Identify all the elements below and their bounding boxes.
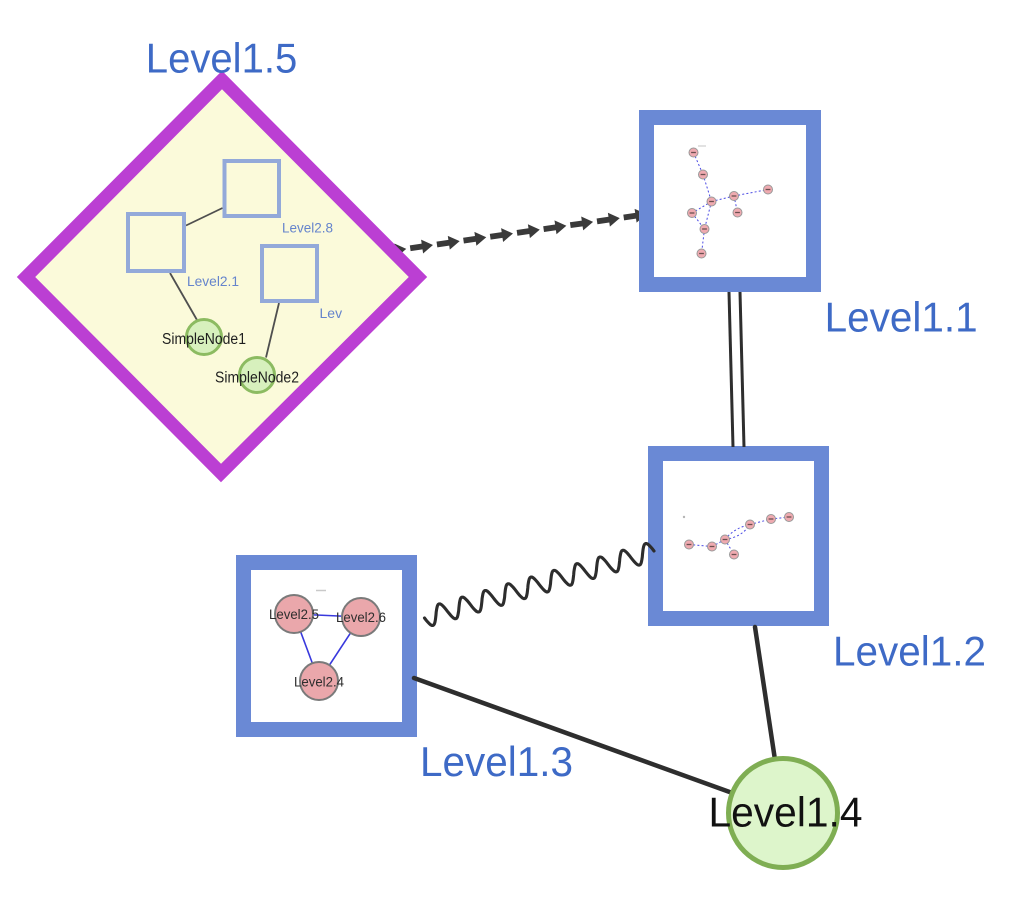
mini-node[interactable] xyxy=(699,224,710,234)
level11-inner-graph xyxy=(687,145,773,259)
edge-level15-level11[interactable] xyxy=(382,207,648,260)
label-level21: Level2.1 xyxy=(187,273,239,289)
mini-node[interactable] xyxy=(745,519,755,530)
label-level14: Level1.4 xyxy=(709,789,863,836)
level12-square-shape xyxy=(648,446,829,626)
node-level24-circle[interactable] xyxy=(299,661,339,701)
node-level25-circle[interactable] xyxy=(274,594,314,634)
edge-arrow-segment xyxy=(489,226,514,244)
mini-node[interactable] xyxy=(763,184,773,195)
label-simplenode2: SimpleNode2 xyxy=(215,369,299,386)
level13-inner-graph: Level2.5 Level2.6 Level2.4 xyxy=(269,589,386,701)
edge-arrow-segment xyxy=(542,218,568,236)
mini-node[interactable] xyxy=(729,549,739,560)
node-level12-square[interactable] xyxy=(648,446,829,626)
label-lev: Lev xyxy=(320,305,343,321)
label-level12: Level1.2 xyxy=(833,627,986,674)
level13-square-shape xyxy=(236,555,417,737)
edge-lev-simplenode2[interactable] xyxy=(265,302,280,358)
node-simplenode2-circle[interactable] xyxy=(238,356,276,394)
level15-diamond-shape xyxy=(16,70,428,483)
edge-arrow-segment xyxy=(435,234,461,252)
node-level28-square[interactable] xyxy=(222,159,281,218)
faint-artifact-dot xyxy=(682,515,686,519)
edge-arrow-segment xyxy=(596,211,621,229)
mini-node[interactable] xyxy=(707,541,717,552)
edge-level21-level28[interactable] xyxy=(185,207,223,227)
mini-node[interactable] xyxy=(698,169,708,180)
mini-node[interactable] xyxy=(688,147,699,158)
node-level13-square[interactable] xyxy=(236,555,417,737)
edge-level11-level12[interactable] xyxy=(727,291,746,448)
node-lev-square[interactable] xyxy=(260,244,319,303)
double-line-left xyxy=(727,291,735,448)
edge-level12-level14[interactable] xyxy=(752,624,777,759)
mini-node[interactable] xyxy=(720,534,730,545)
label-level28: Level2.8 xyxy=(282,219,333,235)
label-level15: Level1.5 xyxy=(146,34,297,81)
edge-level13-level14[interactable] xyxy=(411,675,734,795)
edge-arrow-segment xyxy=(409,238,434,256)
level12-inner-graph xyxy=(682,512,794,560)
node-level14-circle[interactable] xyxy=(726,756,840,870)
label-simplenode1: SimpleNode1 xyxy=(162,331,246,348)
edge-level13-level12[interactable] xyxy=(422,542,656,627)
double-line-right xyxy=(738,291,746,448)
node-level26-circle[interactable] xyxy=(341,597,381,637)
mini-node[interactable] xyxy=(766,514,776,524)
node-level11-square[interactable] xyxy=(639,110,821,292)
label-level11: Level1.1 xyxy=(825,293,978,340)
mini-node[interactable] xyxy=(684,539,694,550)
label-level13: Level1.3 xyxy=(420,738,573,785)
edge-level21-simplenode1[interactable] xyxy=(169,272,198,321)
mini-node[interactable] xyxy=(729,191,739,201)
node-level15-diamond[interactable] xyxy=(16,70,428,483)
mini-node[interactable] xyxy=(784,512,794,522)
level11-square-shape xyxy=(639,110,821,292)
node-simplenode1-circle[interactable] xyxy=(185,318,223,356)
edge-arrow-segment xyxy=(516,222,541,240)
label-level25: Level2.5 xyxy=(269,606,319,622)
label-level26: Level2.6 xyxy=(336,609,386,625)
mini-edge[interactable] xyxy=(770,516,790,520)
label-level24: Level2.4 xyxy=(294,674,344,690)
mini-node[interactable] xyxy=(706,196,717,207)
mini-node[interactable] xyxy=(687,208,697,218)
mini-edge[interactable] xyxy=(733,189,769,197)
mini-node[interactable] xyxy=(732,207,743,218)
edge-arrow-segment xyxy=(462,230,488,248)
node-level21-square[interactable] xyxy=(126,212,186,273)
edge-arrow-segment xyxy=(569,214,595,233)
mini-node[interactable] xyxy=(696,248,707,259)
